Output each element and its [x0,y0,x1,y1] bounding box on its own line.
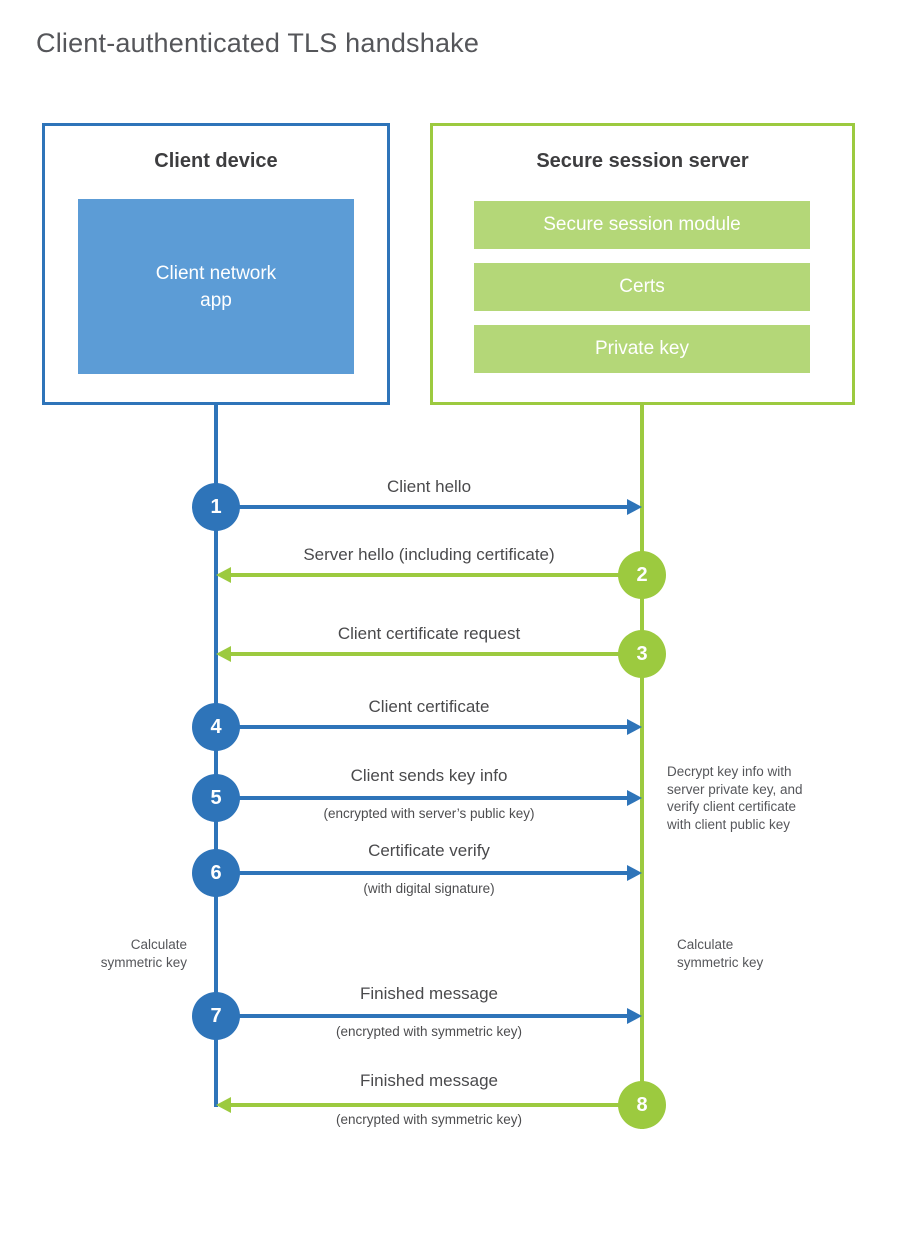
arrowhead-left-icon [216,1097,231,1113]
step-number: 4 [210,715,222,738]
arrow-line-8 [231,1103,642,1107]
arrow-line-6 [216,871,627,875]
msg-label-5: Client sends key info [350,766,508,785]
arrowhead-left-icon [216,567,231,583]
client-device-title: Client device [154,150,278,172]
step-circle-6: 6 [192,849,240,897]
step-number: 6 [210,861,222,884]
arrow-line-1 [216,505,627,509]
arrow-line-4 [216,725,627,729]
msg-label-1: Client hello [386,477,472,496]
msg-sublabel-6: (with digital signature) [363,881,495,896]
step-circle-7: 7 [192,992,240,1040]
arrowhead-right-icon [627,790,642,806]
arrow-line-5 [216,796,627,800]
server-lifeline [640,405,644,1129]
step-number: 8 [636,1093,648,1116]
page-title: Client-authenticated TLS handshake [36,28,480,58]
server-module-secure-session: Secure session module [474,201,810,249]
step-circle-4: 4 [192,703,240,751]
arrowhead-right-icon [627,1008,642,1024]
calc-symmetric-key-note-client: Calculate symmetric key [100,937,187,970]
msg-label-7: Finished message [360,984,498,1003]
msg-sublabel-7: (encrypted with symmetric key) [335,1024,523,1039]
msg-label-8: Finished message [360,1071,498,1090]
arrow-line-2 [231,573,642,577]
calc-symmetric-key-note-server: Calculate symmetric key [677,937,764,970]
step-circle-5: 5 [192,774,240,822]
arrowhead-right-icon [627,499,642,515]
server-box-title: Secure session server [536,150,749,172]
msg-sublabel-5: (encrypted with server’s public key) [323,806,535,821]
step-circle-1: 1 [192,483,240,531]
step-number: 2 [636,563,648,586]
client-network-app-box: Client network app [78,199,354,374]
server-module-certs: Certs [474,263,810,311]
server-module-private-key: Private key [474,325,810,373]
arrowhead-right-icon [627,719,642,735]
step-number: 5 [210,786,222,809]
arrowhead-right-icon [627,865,642,881]
step-circle-2: 2 [618,551,666,599]
step-circle-3: 3 [618,630,666,678]
msg-label-4: Client certificate [368,697,490,716]
decrypt-note: Decrypt key info with server private key… [667,764,803,832]
client-lifeline [214,405,218,1107]
step-number: 1 [210,495,222,518]
arrow-line-3 [231,652,642,656]
msg-sublabel-8: (encrypted with symmetric key) [335,1112,523,1127]
step-number: 7 [210,1004,222,1027]
arrowhead-left-icon [216,646,231,662]
step-number: 3 [636,642,648,665]
msg-label-2: Server hello (including certificate) [303,545,555,564]
arrow-line-7 [216,1014,627,1018]
msg-label-3: Client certificate request [337,624,521,643]
step-circle-8: 8 [618,1081,666,1129]
msg-label-6: Certificate verify [368,841,490,860]
